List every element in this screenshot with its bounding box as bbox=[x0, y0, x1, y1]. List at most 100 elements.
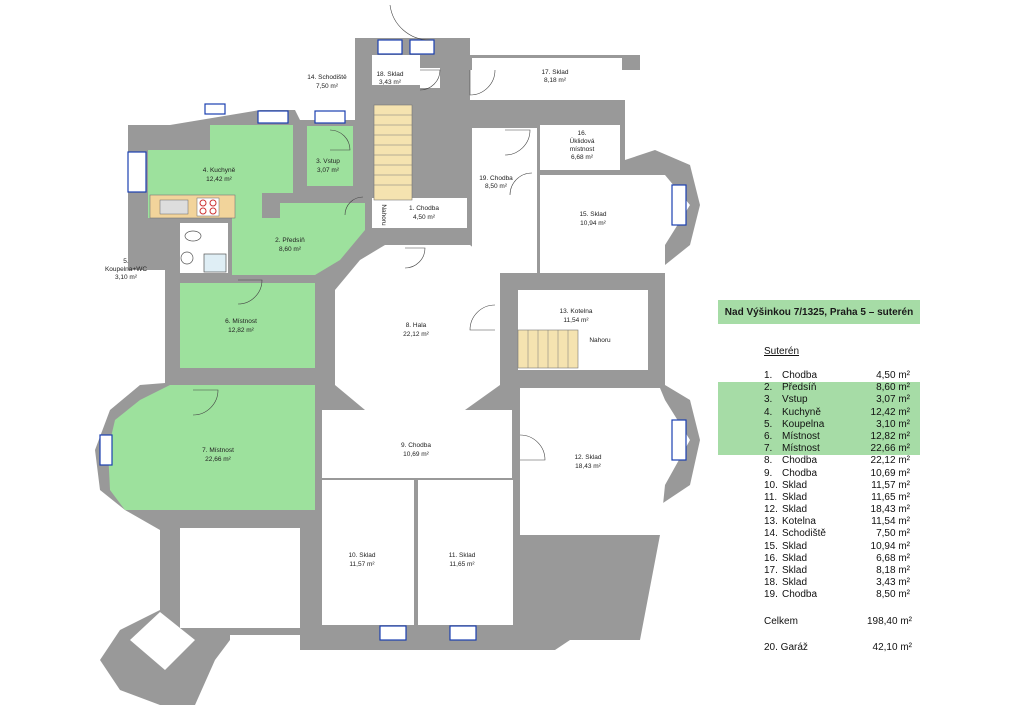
legend-room-name: Sklad bbox=[782, 491, 808, 503]
legend-total: Celkem 198,40 m² bbox=[764, 616, 912, 627]
legend-room-number: 4. bbox=[764, 406, 773, 418]
legend-room-area: 3,43 m² bbox=[876, 577, 910, 589]
legend-room-number: 18. bbox=[764, 577, 778, 589]
legend-room-number: 19. bbox=[764, 589, 778, 601]
room-label-r11-area: 11,65 m² bbox=[449, 561, 475, 568]
legend-room-number: 15. bbox=[764, 540, 778, 552]
room-label-r11-name: 11. Sklad bbox=[449, 552, 476, 559]
room-label-r13-name: 13. Kotelna bbox=[560, 308, 593, 315]
room-label-r8-area: 22,12 m² bbox=[403, 331, 429, 338]
legend-room-area: 6,68 m² bbox=[876, 552, 910, 564]
legend-room-name: Sklad bbox=[782, 577, 808, 589]
legend-row: 18. Sklad 3,43 m² bbox=[718, 577, 920, 589]
room-label-r13-area: 11,54 m² bbox=[563, 317, 589, 324]
legend-room-area: 4,50 m² bbox=[876, 370, 910, 381]
legend-row: 19. Chodba 8,50 m² bbox=[718, 589, 920, 601]
room-label-r18-area: 3,43 m² bbox=[379, 79, 402, 86]
legend-room-name: Chodba bbox=[782, 455, 818, 467]
room-label-r16-name2: Úklidová bbox=[570, 136, 595, 145]
garage-value: 42,10 m² bbox=[872, 642, 912, 653]
legend-room-name: Místnost bbox=[782, 443, 820, 455]
room-label-r19-area: 8,50 m² bbox=[485, 183, 508, 190]
legend-room-name: Chodba bbox=[782, 370, 818, 381]
room-label-r15-name: 15. Sklad bbox=[579, 211, 606, 218]
legend-room-area: 8,18 m² bbox=[876, 565, 910, 576]
legend-room-area: 7,50 m² bbox=[876, 528, 910, 540]
legend-room-name: Schodiště bbox=[782, 528, 826, 540]
legend-room-area: 3,07 m² bbox=[876, 394, 910, 406]
room-label-r12-area: 18,43 m² bbox=[575, 463, 601, 470]
room-label-r9-name: 9. Chodba bbox=[401, 442, 431, 449]
room-label-r16-area: 6,68 m² bbox=[571, 154, 594, 161]
room-label-r2-name: 2. Předsíň bbox=[275, 237, 305, 244]
staircase bbox=[373, 104, 579, 369]
bathroom-fixtures bbox=[180, 230, 227, 273]
legend-room-name: Sklad bbox=[782, 479, 808, 491]
room-label-r3-name: 3. Vstup bbox=[316, 158, 340, 165]
legend-room-number: 8. bbox=[764, 455, 773, 467]
room-label-r15-area: 10,94 m² bbox=[580, 220, 606, 227]
room-label-r14-name: 14. Schodiště bbox=[307, 74, 347, 81]
legend-room-area: 11,57 m² bbox=[871, 479, 910, 491]
legend-garage: 20. Garáž 42,10 m² bbox=[764, 642, 912, 653]
legend-room-name: Koupelna bbox=[782, 418, 825, 430]
legend-room-area: 22,66 m² bbox=[870, 443, 910, 455]
kitchen-counter bbox=[149, 194, 236, 219]
legend-room-name: Předsíň bbox=[782, 382, 817, 394]
legend-room-number: 6. bbox=[764, 430, 773, 442]
door-swings bbox=[192, 4, 546, 461]
legend-heading: Suterén bbox=[764, 346, 800, 357]
room-label-r8-name: 8. Hala bbox=[406, 322, 427, 329]
stair-label-nahoru-2: Nahoru bbox=[589, 337, 611, 344]
room-label-r2-area: 8,60 m² bbox=[279, 246, 302, 253]
legend-room-name: Kuchyně bbox=[782, 406, 821, 418]
legend-room-area: 10,69 m² bbox=[870, 467, 910, 479]
white-rooms bbox=[130, 55, 690, 670]
room-label-r7-area: 22,66 m² bbox=[205, 456, 231, 463]
stair-label-nahoru: Nahoru bbox=[380, 204, 387, 226]
legend-room-number: 14. bbox=[764, 528, 778, 540]
legend-room-number: 13. bbox=[764, 516, 778, 528]
legend-room-area: 18,43 m² bbox=[870, 504, 910, 516]
room-label-r5-area: 3,10 m² bbox=[115, 274, 138, 281]
total-label: Celkem bbox=[764, 616, 798, 627]
legend-room-area: 11,65 m² bbox=[871, 491, 910, 503]
room-labels: 18. Sklad 3,43 m² 17. Sklad 8,18 m² 14. … bbox=[105, 69, 611, 568]
room-label-r19-name: 19. Chodba bbox=[479, 175, 513, 182]
legend-row: 4. Kuchyně 12,42 m² bbox=[718, 406, 920, 419]
room-label-r16-name3: místnost bbox=[570, 146, 595, 153]
legend-room-area: 8,50 m² bbox=[876, 589, 910, 601]
room-label-r4-name: 4. Kuchyně bbox=[203, 167, 236, 174]
legend-room-number: 16. bbox=[764, 552, 778, 564]
legend-room-area: 10,94 m² bbox=[870, 540, 910, 552]
legend-room-name: Sklad bbox=[782, 504, 808, 516]
legend-room-area: 12,42 m² bbox=[870, 406, 910, 418]
garage-label: 20. Garáž bbox=[764, 642, 808, 653]
legend-room-name: Sklad bbox=[782, 565, 808, 576]
room-label-r4-area: 12,42 m² bbox=[206, 176, 232, 183]
room-label-r10-name: 10. Sklad bbox=[348, 552, 375, 559]
legend-room-number: 2. bbox=[764, 382, 773, 394]
legend-room-name: Chodba bbox=[782, 589, 818, 601]
room-label-r17-area: 8,18 m² bbox=[544, 77, 567, 84]
legend-row: 7. Místnost 22,66 m² bbox=[718, 443, 920, 456]
room-label-r17-name: 17. Sklad bbox=[541, 69, 568, 76]
legend-room-number: 7. bbox=[764, 443, 773, 455]
room-label-r1-area: 4,50 m² bbox=[413, 214, 436, 221]
legend-row: 10. Sklad 11,57 m² bbox=[718, 480, 920, 492]
legend-room-number: 5. bbox=[764, 418, 773, 430]
room-label-r6-area: 12,82 m² bbox=[228, 327, 254, 334]
legend-room-number: 10. bbox=[764, 479, 778, 491]
plan-title: Nad Výšinkou 7/1325, Praha 5 – suterén bbox=[718, 300, 920, 324]
floor-plan: 18. Sklad 3,43 m² 17. Sklad 8,18 m² 14. … bbox=[95, 4, 700, 705]
